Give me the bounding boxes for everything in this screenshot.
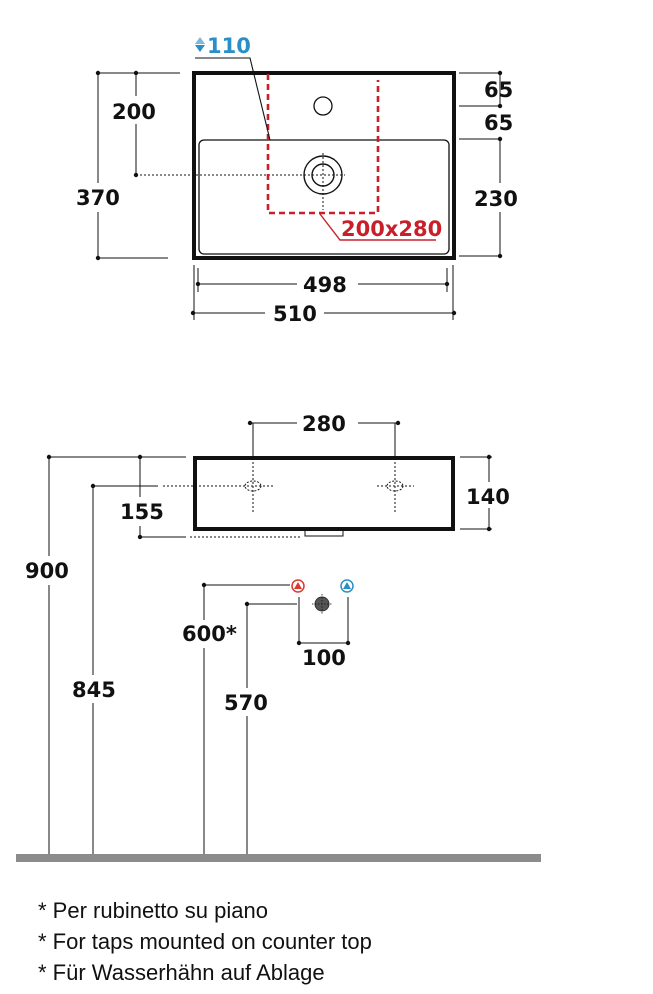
supply-spacing-label: 100	[302, 646, 346, 670]
waste-outlet-icon	[312, 594, 332, 614]
up-down-arrow-icon	[195, 37, 205, 52]
drain-height-label: 845	[72, 678, 116, 702]
sink-outline-side	[193, 456, 455, 531]
floor-line	[16, 854, 541, 862]
total-width-label: 510	[273, 302, 317, 326]
drain-stub	[304, 529, 344, 537]
basin-depth-label: 230	[474, 187, 518, 211]
cutout-label: 200x280	[341, 217, 442, 241]
top-height-label: 900	[25, 559, 69, 583]
basin-width-label: 498	[303, 273, 347, 297]
side-view: 280 140 155 900 845	[16, 412, 541, 862]
sink-height-label: 140	[466, 485, 510, 509]
taphole-to-basin-label: 65	[484, 111, 513, 135]
drain-offset-label: 155	[120, 500, 164, 524]
rear-to-taphole-label: 65	[484, 78, 513, 102]
note-italian: * Per rubinetto su piano	[38, 898, 268, 923]
cutout-outline	[266, 74, 380, 215]
drain-outlet-height-label: 570	[224, 691, 268, 715]
sink-outline-top	[192, 71, 456, 260]
taphole	[313, 96, 333, 116]
note-english: * For taps mounted on counter top	[38, 929, 372, 954]
supply-height-label: 600*	[182, 622, 237, 646]
footnotes: * Per rubinetto su piano * For taps moun…	[38, 895, 372, 988]
depth-total-label: 370	[76, 186, 120, 210]
note-german: * Für Wasserhähn auf Ablage	[38, 960, 325, 985]
cold-water-icon	[340, 579, 354, 593]
basin-outline	[198, 139, 450, 255]
tap-height-label: 110	[207, 34, 251, 58]
tap-spacing-label: 280	[302, 412, 346, 436]
hot-water-icon	[291, 579, 305, 593]
top-view: 200x280 110 370 200 65 65 230	[76, 34, 518, 326]
tap-to-drain-label: 200	[112, 100, 156, 124]
